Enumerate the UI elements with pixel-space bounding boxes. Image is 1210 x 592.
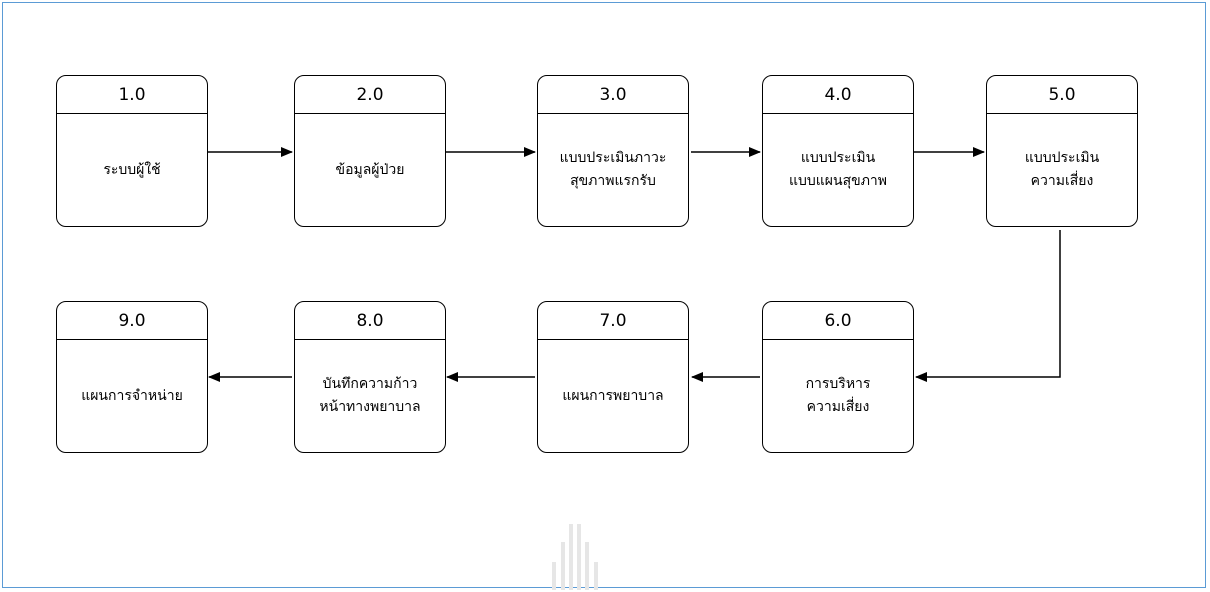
flow-arrow-5-6 (915, 230, 1061, 382)
process-box: 5.0 แบบประเมิน ความเสี่ยง (986, 75, 1138, 227)
process-id: 5.0 (987, 76, 1137, 114)
process-box: 9.0 แผนการจำหน่าย (56, 301, 208, 453)
process-label: ข้อมูลผู้ป่วย (335, 161, 405, 178)
process-id: 4.0 (763, 76, 913, 114)
process-box: 7.0 แผนการพยาบาล (537, 301, 689, 453)
process-box: 2.0 ข้อมูลผู้ป่วย (294, 75, 446, 227)
process-box: 6.0 การบริหาร ความเสี่ยง (762, 301, 914, 453)
process-label: แบบประเมินภาวะ สุขภาพแรกรับ (559, 150, 667, 189)
watermark-emblem (552, 524, 598, 590)
process-box: 8.0 บันทึกความก้าว หน้าทางพยาบาล (294, 301, 446, 453)
process-id: 6.0 (763, 302, 913, 340)
process-id: 3.0 (538, 76, 688, 114)
process-label: การบริหาร ความเสี่ยง (805, 376, 871, 415)
process-id: 2.0 (295, 76, 445, 114)
process-box: 3.0 แบบประเมินภาวะ สุขภาพแรกรับ (537, 75, 689, 227)
process-label: บันทึกความก้าว หน้าทางพยาบาล (319, 376, 421, 415)
process-label: ระบบผู้ใช้ (103, 161, 161, 178)
process-box: 1.0 ระบบผู้ใช้ (56, 75, 208, 227)
process-id: 1.0 (57, 76, 207, 114)
process-box: 4.0 แบบประเมิน แบบแผนสุขภาพ (762, 75, 914, 227)
process-label: แผนการพยาบาล (562, 387, 664, 404)
process-label: แบบประเมิน แบบแผนสุขภาพ (788, 150, 888, 189)
process-id: 9.0 (57, 302, 207, 340)
process-label: แบบประเมิน ความเสี่ยง (1024, 150, 1100, 189)
process-label: แผนการจำหน่าย (81, 387, 183, 404)
process-id: 7.0 (538, 302, 688, 340)
process-id: 8.0 (295, 302, 445, 340)
